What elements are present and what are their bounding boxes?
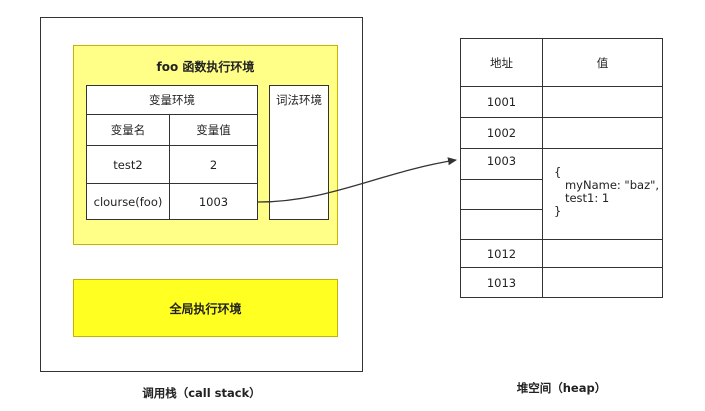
heap-address-cell: 1012 <box>460 239 543 268</box>
heap-address-cell <box>460 209 543 240</box>
heap-value-cell <box>542 267 663 298</box>
heap-value-cell <box>542 117 663 149</box>
heap-value-cell <box>542 239 663 268</box>
call-stack-caption: 调用栈（call stack） <box>142 386 261 400</box>
variable-environment-title: 变量环境 <box>86 85 258 115</box>
var-value-cell: 1003 <box>169 183 258 220</box>
heap-object-value: { myName: "baz", test1: 1 } <box>554 165 660 218</box>
global-execution-context: 全局执行环境 <box>73 279 338 337</box>
var-name-cell: clourse(foo) <box>86 183 170 220</box>
var-name-cell: test2 <box>86 145 170 184</box>
heap-value-header: 值 <box>542 38 663 87</box>
foo-context-title: foo 函数执行环境 <box>156 59 255 74</box>
heap-value-cell <box>542 86 663 118</box>
lexical-environment-title: 词法环境 <box>276 93 322 107</box>
var-name-header: 变量名 <box>86 114 170 146</box>
heap-address-cell: 1001 <box>460 86 543 118</box>
heap-caption: 堆空间（heap） <box>516 381 607 395</box>
heap-address-cell: 1002 <box>460 117 543 149</box>
heap-address-cell: 1013 <box>460 267 543 298</box>
heap-address-cell: 1003 <box>460 148 543 180</box>
var-value-cell: 2 <box>169 145 258 184</box>
heap-address-header: 地址 <box>460 38 543 87</box>
var-value-header: 变量值 <box>169 114 258 146</box>
heap-address-cell <box>460 179 543 210</box>
heap-object-cell <box>542 148 663 240</box>
